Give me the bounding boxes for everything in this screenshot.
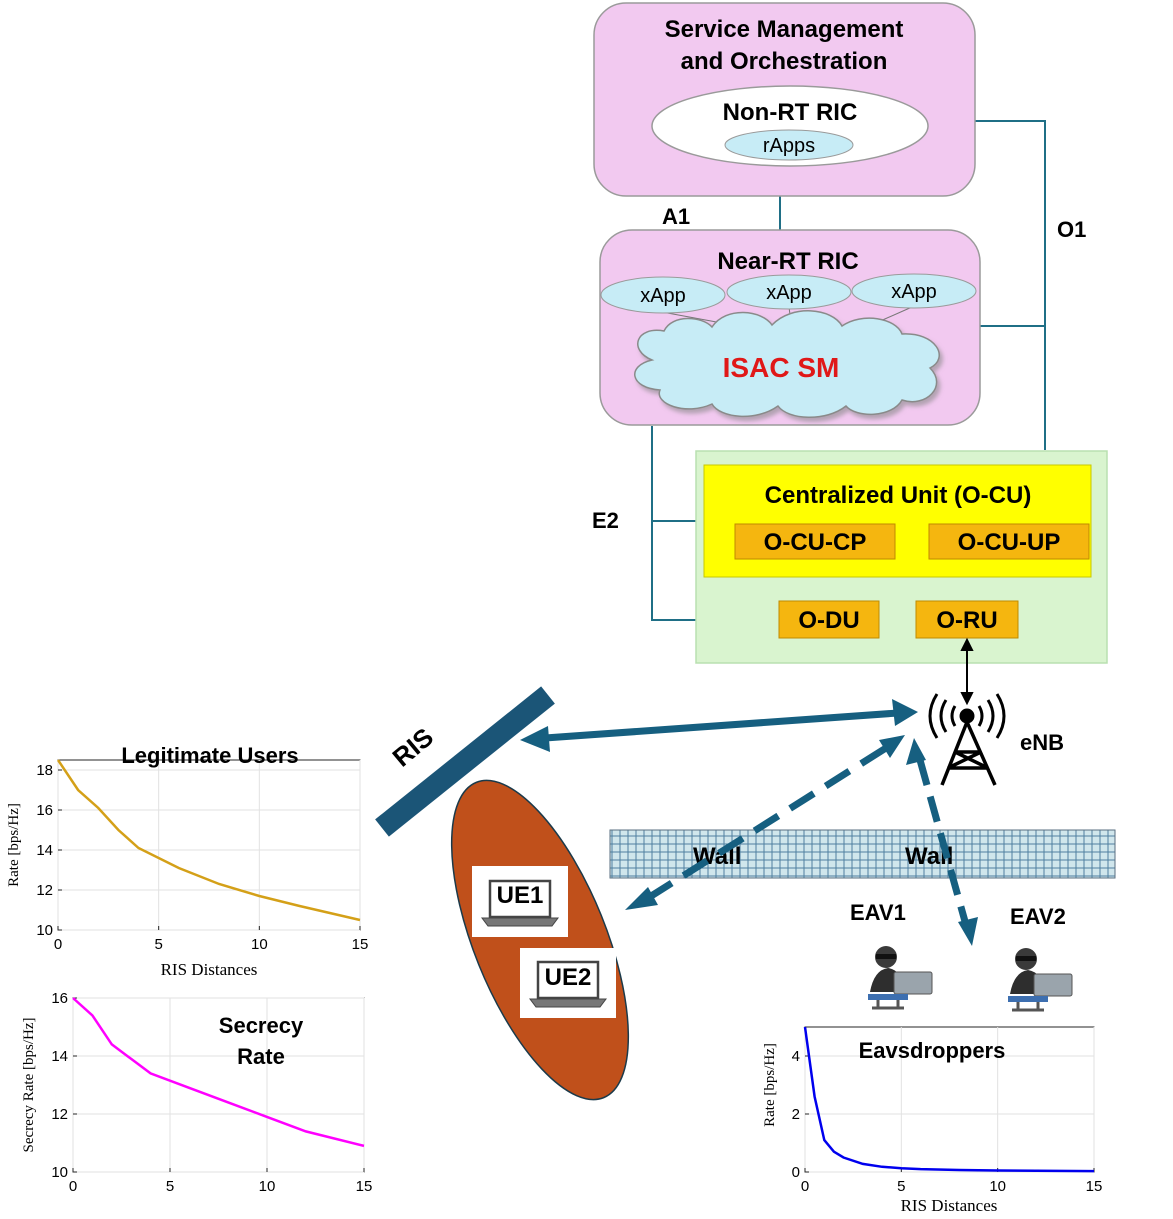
x-tick-label: 10: [259, 1178, 276, 1195]
x-tick-label: 0: [801, 1178, 809, 1195]
ue1-card: UE1: [472, 866, 568, 937]
ris-label: RIS: [387, 722, 439, 773]
xapp-ellipse-1: [600, 276, 726, 314]
xapp-ellipse-3: [851, 273, 977, 309]
smo-title-line2: and Orchestration: [681, 48, 888, 75]
y-tick-label: 14: [36, 842, 53, 859]
series-line: [72, 997, 365, 1148]
x-tick-label: 0: [54, 936, 62, 953]
x-axis-label: RIS Distances: [161, 960, 258, 979]
y-axis-label: Rate [bps/Hz]: [762, 1043, 778, 1127]
ran-panel: Centralized Unit (O-CU) O-CU-CP O-CU-UP …: [695, 450, 1108, 664]
y-tick-label: 10: [51, 1164, 68, 1181]
links: [520, 699, 978, 946]
y-tick-label: 0: [792, 1164, 800, 1181]
y-axis-label: Secrecy Rate [bps/Hz]: [21, 1018, 37, 1153]
y-tick-label: 14: [51, 1048, 68, 1065]
ris-link-arrowhead-right: [892, 699, 918, 726]
oru-label: O-RU: [936, 607, 997, 634]
y-tick-label: 12: [36, 882, 53, 899]
x-axis-label: RIS Distances: [901, 1196, 998, 1215]
e2-label: E2: [592, 508, 619, 533]
near-rt-ric-title: Near-RT RIC: [717, 248, 858, 275]
odu-chip: [778, 600, 880, 639]
series-line: [803, 1026, 1095, 1173]
ocu-cp-label: O-CU-CP: [764, 529, 867, 556]
chart-title: Legitimate Users: [121, 743, 298, 768]
enb-label: eNB: [1020, 730, 1064, 755]
odu-label: O-DU: [798, 607, 859, 634]
ocu-up-label: O-CU-UP: [958, 529, 1061, 556]
xapp-label-1: xApp: [640, 285, 686, 307]
y-tick-label: 2: [792, 1106, 800, 1123]
ris-link-arrowhead-left: [520, 726, 550, 752]
hacker-icon: [1008, 948, 1073, 1012]
x-tick-label: 10: [251, 936, 268, 953]
x-tick-label: 10: [989, 1178, 1006, 1195]
x-tick-label: 5: [166, 1178, 174, 1195]
rapps-label: rApps: [763, 135, 815, 157]
x-tick-label: 15: [356, 1178, 373, 1195]
hacker-icon: [868, 946, 933, 1010]
x-tick-label: 0: [69, 1178, 77, 1195]
laptop-icon: [536, 960, 600, 1000]
smo-box: Service Management and Orchestration Non…: [593, 2, 976, 197]
eav1-label: EAV1: [850, 900, 906, 925]
xapp-ellipse-2: [726, 274, 852, 310]
ue1-label: UE1: [497, 882, 544, 909]
chart-title: Secrecy: [219, 1013, 304, 1038]
chart-title: Eavsdroppers: [859, 1038, 1006, 1063]
xapp-label-3: xApp: [891, 281, 937, 303]
ue2-card: UE2: [520, 948, 616, 1018]
chart-title: Rate: [237, 1044, 285, 1069]
laptop-icon: [488, 879, 552, 919]
o1-label: O1: [1057, 217, 1086, 242]
y-tick-label: 12: [51, 1106, 68, 1123]
y-tick-label: 4: [792, 1048, 800, 1065]
ocu-title: Centralized Unit (O-CU): [765, 482, 1032, 509]
ocu-cp-chip: [734, 523, 896, 560]
isac-sm-cloud: [634, 310, 940, 418]
ocu-up-chip: [928, 523, 1090, 560]
y-tick-label: 16: [36, 802, 53, 819]
o1-line: [975, 120, 1046, 450]
x-tick-label: 5: [897, 1178, 905, 1195]
antenna-tower-icon: [928, 693, 1006, 786]
non-rt-ric-label: Non-RT RIC: [723, 99, 858, 126]
oru-enb-arrow: [960, 637, 974, 706]
eav2-label: EAV2: [1010, 904, 1066, 929]
eav-link-arrowhead-top: [906, 738, 926, 765]
y-tick-label: 18: [36, 762, 53, 779]
eav-link-arrowhead: [958, 917, 978, 946]
y-axis-label: Rate [bps/Hz]: [6, 803, 22, 887]
a1-label: A1: [662, 204, 690, 229]
smo-title-line1: Service Management: [665, 16, 904, 43]
ue-link-arrowhead-top: [879, 735, 905, 758]
x-tick-label: 15: [1086, 1178, 1103, 1195]
x-tick-label: 15: [352, 936, 369, 953]
rapps-ellipse: [724, 129, 854, 161]
isac-sm-label: ISAC SM: [723, 352, 840, 383]
plot-area: [57, 759, 361, 931]
xapp-label-2: xApp: [766, 282, 812, 304]
y-tick-label: 16: [51, 990, 68, 1007]
series-line: [56, 759, 361, 922]
ue2-label: UE2: [545, 964, 592, 991]
x-tick-label: 5: [154, 936, 162, 953]
non-rt-ric-ellipse: [651, 85, 929, 167]
near-rt-ric-box: Near-RT RIC xApp xApp xApp ISAC SM: [599, 229, 981, 426]
ue-link-arrowhead: [625, 887, 658, 910]
user-coverage-ellipse: [450, 779, 630, 1101]
y-tick-label: 10: [36, 922, 53, 939]
